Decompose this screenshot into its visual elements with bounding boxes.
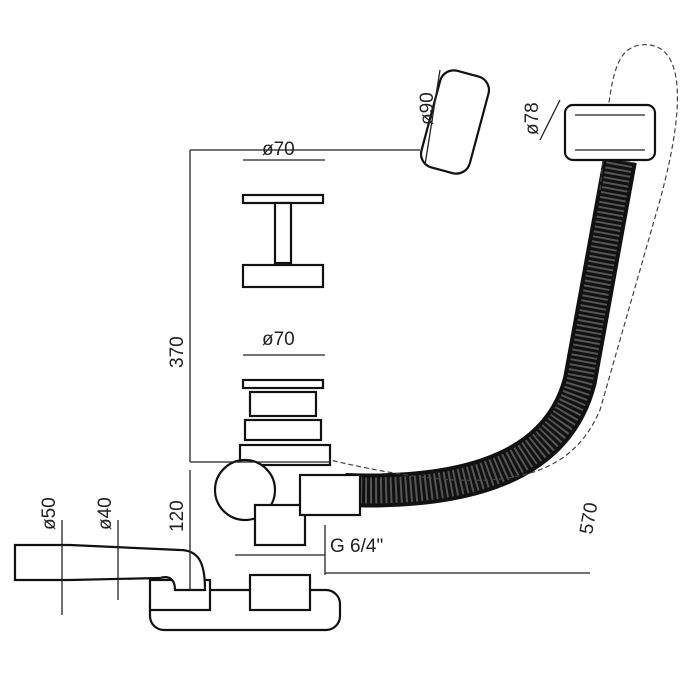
dim-thread: G 6/4" bbox=[330, 536, 383, 557]
dim-d40: ø40 bbox=[95, 497, 116, 530]
dim-d70-top: ø70 bbox=[262, 139, 295, 160]
overflow-head bbox=[419, 69, 657, 175]
hose-outline bbox=[329, 44, 679, 508]
dim-d50: ø50 bbox=[39, 497, 60, 530]
dim-d78: ø78 bbox=[522, 102, 543, 135]
dim-d90: ø90 bbox=[417, 92, 438, 125]
dim-120: 120 bbox=[167, 500, 188, 532]
dim-570: 570 bbox=[576, 501, 602, 536]
waste-plugs bbox=[238, 193, 332, 467]
dimension-lines bbox=[61, 69, 590, 615]
trap-body bbox=[13, 458, 362, 632]
dim-d70-mid: ø70 bbox=[262, 329, 295, 350]
dim-370: 370 bbox=[167, 336, 188, 368]
